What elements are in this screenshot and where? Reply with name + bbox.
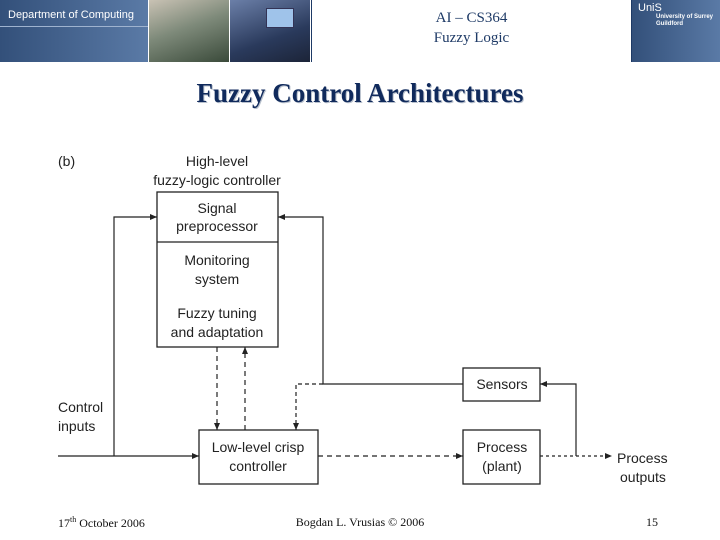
- controller-title-line2: fuzzy-logic controller: [153, 172, 281, 188]
- crisp-controller-line1: Low-level crisp: [212, 439, 305, 455]
- footer-date: 17th October 2006: [58, 515, 145, 531]
- signal-preprocessor-line1: Signal: [198, 200, 237, 216]
- crisp-controller-box: [198, 429, 319, 485]
- monitoring-system-line2: system: [195, 271, 239, 287]
- fuzzy-architecture-diagram: (b) High-level fuzzy-logic controller Si…: [58, 153, 668, 485]
- slide-title: Fuzzy Control Architectures: [196, 78, 524, 108]
- university-name-line2: Guildford: [656, 21, 683, 27]
- university-logo: UniS University of Surrey Guildford: [632, 0, 720, 62]
- control-inputs-line1: Control: [58, 399, 103, 415]
- footer-author: Bogdan L. Vrusias © 2006: [295, 515, 425, 529]
- input-to-preprocessor-arrow: [113, 214, 157, 456]
- signal-preprocessor-line2: preprocessor: [176, 218, 258, 234]
- crisp-controller-line2: controller: [229, 458, 287, 474]
- department-panel: Department of Computing: [0, 0, 148, 62]
- panel-label: (b): [58, 153, 75, 169]
- lab-photo: [149, 0, 229, 62]
- process-outputs-line2: outputs: [620, 469, 666, 485]
- sensors-to-controller-arrow: [293, 383, 323, 430]
- department-divider: [0, 26, 148, 27]
- process-line2: (plant): [482, 458, 522, 474]
- department-label: Department of Computing: [8, 9, 134, 21]
- footer-date-day: 17: [58, 516, 70, 530]
- fuzzy-tuning-line2: and adaptation: [171, 324, 264, 340]
- footer-page-number: 15: [646, 515, 658, 529]
- footer-date-rest: October 2006: [76, 516, 145, 530]
- sensors-label: Sensors: [476, 376, 527, 392]
- monitor-screen: [266, 8, 294, 28]
- header-banner: Department of Computing AI – CS364 Fuzzy…: [0, 0, 720, 62]
- process-line1: Process: [477, 439, 528, 455]
- monitoring-system-line1: Monitoring: [184, 252, 249, 268]
- course-box: AI – CS364 Fuzzy Logic: [311, 0, 632, 62]
- sensors-to-preprocessor-arrow: [278, 214, 463, 385]
- footer-date-suffix: th: [70, 515, 77, 524]
- unis-logo-text: UniS: [638, 2, 662, 14]
- control-inputs-line2: inputs: [58, 418, 95, 434]
- students-photo: [230, 0, 310, 62]
- output-to-sensors-arrow: [540, 381, 577, 456]
- process-box: [462, 429, 541, 485]
- controller-title-line1: High-level: [186, 153, 248, 169]
- course-title: AI – CS364: [435, 10, 508, 26]
- fuzzy-tuning-line1: Fuzzy tuning: [177, 305, 256, 321]
- university-name: University of Surrey Guildford: [656, 14, 713, 28]
- university-name-line1: University of Surrey: [656, 14, 714, 20]
- process-outputs-line1: Process: [617, 450, 668, 466]
- course-subtitle: Fuzzy Logic: [433, 30, 510, 46]
